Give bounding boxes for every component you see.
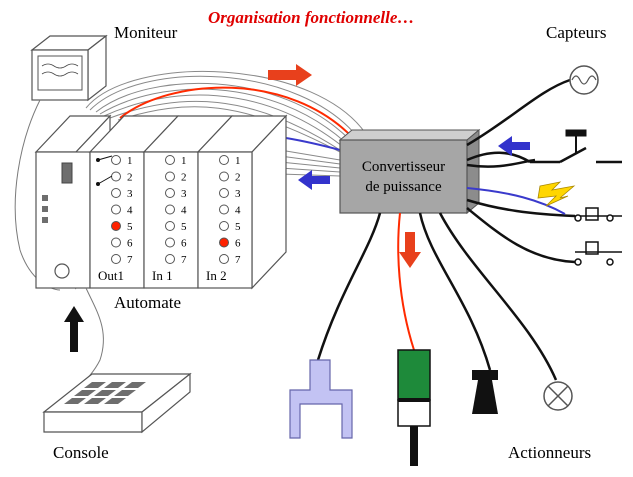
cable-bundle <box>85 71 371 177</box>
out1-terminal <box>96 182 100 186</box>
led-indicator <box>165 237 175 248</box>
led-indicator <box>111 254 121 264</box>
arrow-down-red <box>399 232 421 268</box>
led-indicator <box>165 171 175 182</box>
led-number: 3 <box>181 188 187 200</box>
plc-module-3: 1 2 3 4 5 6 7 In 2 <box>196 114 288 290</box>
module-name: Out1 <box>98 268 124 283</box>
led-number: 4 <box>235 205 241 217</box>
sensor-contact-icon-1 <box>574 207 622 222</box>
led-indicator <box>219 221 229 231</box>
label-automate: Automate <box>114 293 182 312</box>
led-number: 7 <box>181 254 187 266</box>
actuator-wires <box>316 212 558 381</box>
led-indicator <box>111 221 121 231</box>
led-indicator <box>219 237 229 248</box>
led-number: 5 <box>235 221 241 233</box>
led-indicator <box>165 254 175 264</box>
led-number: 2 <box>127 172 133 184</box>
led-indicator <box>111 204 121 215</box>
led-number: 1 <box>235 155 241 167</box>
led-number: 2 <box>235 172 241 184</box>
arrow-right-red <box>268 64 312 86</box>
actuator-lamp-icon <box>543 381 573 411</box>
led-indicator <box>111 188 121 198</box>
module-name: In 2 <box>206 268 227 283</box>
led-number: 1 <box>127 155 133 167</box>
module-name: In 1 <box>152 268 173 283</box>
arrow-left-blue-plc <box>298 170 330 190</box>
led-number: 7 <box>127 254 133 266</box>
actuator-gripper-icon <box>289 359 353 439</box>
led-indicator <box>111 171 121 182</box>
led-number: 6 <box>181 238 187 250</box>
led-indicator <box>165 155 175 165</box>
red-wire-actuator <box>397 212 415 351</box>
led-number: 2 <box>181 172 187 184</box>
led-number: 6 <box>235 238 241 250</box>
label-actionneurs: Actionneurs <box>508 443 592 462</box>
plc-module-2: 1 2 3 4 5 6 7 In 1 <box>142 115 234 289</box>
power-converter-box <box>338 128 481 215</box>
sensor-contact-icon-2 <box>574 241 622 266</box>
led-indicator <box>219 204 229 215</box>
led-number: 4 <box>127 205 133 217</box>
actuator-horn-icon <box>472 370 498 414</box>
monitor-icon <box>30 34 108 102</box>
label-console: Console <box>53 443 109 462</box>
diagram-title: Organisation fonctionnelle… <box>208 8 415 27</box>
red-wire-top <box>119 86 356 141</box>
sensor-wires <box>466 78 576 264</box>
actuator-cylinder-icon <box>397 349 431 466</box>
sensor-pushbutton-icon <box>530 129 622 164</box>
arrow-up-console <box>64 306 84 352</box>
led-number: 5 <box>127 221 133 233</box>
led-number: 4 <box>181 205 187 217</box>
label-capteurs: Capteurs <box>546 23 607 42</box>
sensor-flash-icon <box>537 181 576 207</box>
sensor-lamp-icon <box>569 65 599 95</box>
led-indicator <box>219 171 229 182</box>
label-moniteur: Moniteur <box>114 23 178 42</box>
led-indicator <box>111 155 121 165</box>
console-cable <box>85 287 104 378</box>
led-indicator <box>219 254 229 264</box>
out1-wire-ticks <box>97 155 113 185</box>
led-number: 7 <box>235 254 241 266</box>
led-indicator <box>219 155 229 165</box>
led-number: 6 <box>127 238 133 250</box>
led-indicator <box>165 221 175 231</box>
led-number: 1 <box>181 155 187 167</box>
led-indicator <box>111 237 121 248</box>
led-indicator <box>219 188 229 198</box>
led-number: 5 <box>181 221 187 233</box>
out1-terminal <box>96 158 100 162</box>
led-number: 3 <box>127 188 133 200</box>
arrow-left-blue-sensor <box>498 136 530 156</box>
blue-wire-plc <box>285 137 341 151</box>
led-number: 3 <box>235 188 241 200</box>
led-indicator <box>165 204 175 215</box>
console-keyboard-icon <box>42 372 192 434</box>
led-indicator <box>165 188 175 198</box>
blue-wire-sensor <box>466 187 566 215</box>
